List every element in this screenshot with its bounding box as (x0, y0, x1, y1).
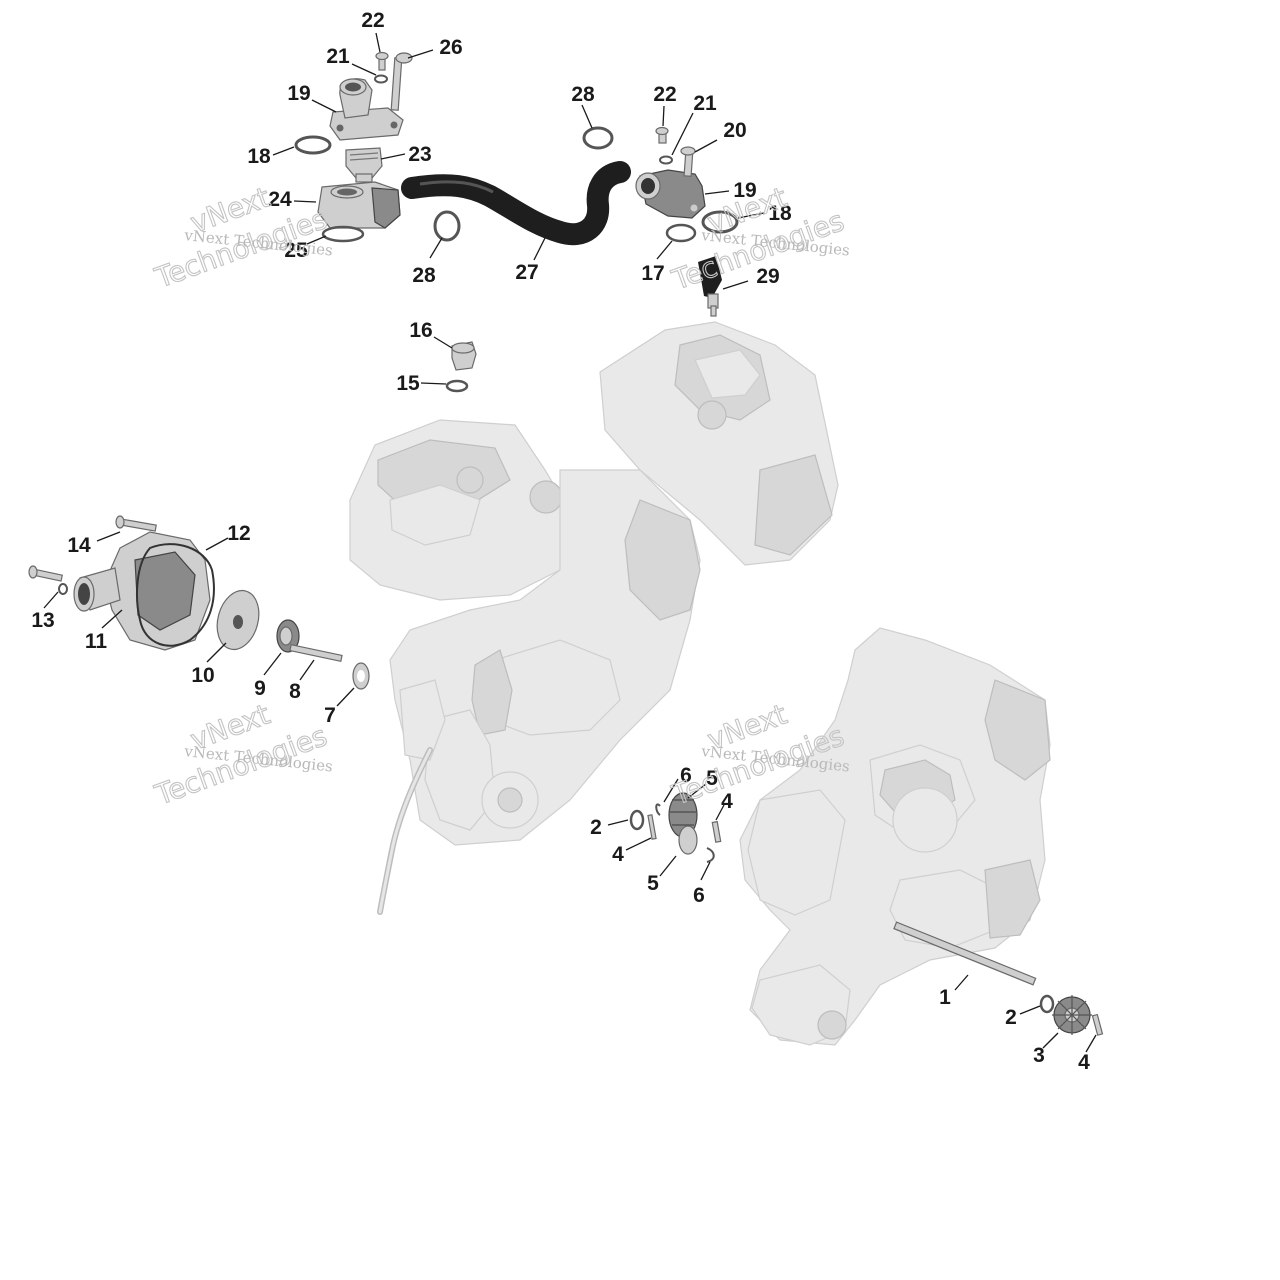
callout-17: 17 (641, 262, 664, 285)
callout-13: 13 (31, 609, 54, 632)
needle-bearing-5 (711, 820, 722, 843)
callout-19-left: 19 (287, 82, 310, 105)
thermostat-cover-right (635, 169, 706, 219)
thermostat-housing-base (317, 181, 401, 229)
washer-2-bottom (1039, 994, 1055, 1014)
callout-7: 7 (324, 704, 336, 727)
bolt-20 (680, 146, 696, 177)
callout-10: 10 (191, 664, 214, 687)
callout-1: 1 (939, 986, 951, 1009)
thermostat-cover-left (329, 78, 404, 141)
pin-4-center (647, 814, 657, 840)
circlip-6-lower (706, 847, 715, 863)
callout-25: 25 (284, 239, 308, 262)
callout-28-upper: 28 (571, 83, 595, 106)
bolt-14-lower (28, 565, 64, 582)
shaft-1 (893, 921, 1037, 986)
callout-4-upper: 4 (721, 790, 733, 813)
callout-15: 15 (396, 372, 420, 395)
callout-12: 12 (227, 522, 250, 545)
thermostat-cover-bolt (390, 52, 413, 111)
callout-18-right: 18 (768, 202, 792, 225)
mechanical-seal-9 (276, 619, 300, 653)
callout-26: 26 (439, 36, 462, 59)
callout-8: 8 (289, 680, 301, 703)
pin-4-bottom (1091, 1013, 1104, 1036)
callout-21-right: 21 (693, 92, 717, 115)
oring-25 (321, 225, 365, 243)
drain-plug (451, 341, 477, 371)
sealing-washer-15 (445, 379, 469, 393)
callout-5-upper: 5 (706, 767, 718, 790)
callout-11: 11 (85, 630, 108, 653)
bolt-14-upper (115, 515, 157, 532)
callout-2-center: 2 (590, 816, 602, 839)
callout-2-bottom: 2 (1005, 1006, 1017, 1029)
watermark-top-left: vNext Technologies vNext Technologies (150, 180, 334, 295)
callout-6-upper: 6 (680, 764, 692, 787)
temperature-sensor (698, 256, 722, 317)
callout-27: 27 (515, 261, 538, 284)
hose-clamp-28-lower (433, 210, 461, 242)
coolant-hose (401, 161, 631, 246)
callout-9: 9 (254, 677, 266, 700)
idler-gear (668, 792, 698, 855)
thermostat (345, 147, 383, 183)
washer-17 (665, 223, 697, 243)
thrust-washer-2-center (629, 809, 645, 831)
callout-28-lower: 28 (412, 264, 436, 287)
callout-3: 3 (1033, 1044, 1045, 1067)
impeller (216, 589, 260, 651)
water-pump-cover (73, 531, 211, 651)
callout-23: 23 (408, 143, 431, 166)
washer-13 (58, 583, 68, 595)
callout-24: 24 (268, 188, 292, 211)
small-screw-left (374, 51, 389, 84)
callout-29: 29 (756, 265, 779, 288)
callout-14: 14 (67, 534, 91, 557)
callout-4-center: 4 (612, 843, 624, 866)
crankcase-half-ghost (739, 627, 1051, 1046)
callout-22-right: 22 (653, 83, 676, 106)
gasket-12 (136, 543, 215, 647)
callout-6-lower: 6 (693, 884, 705, 907)
callout-22-left: 22 (361, 9, 384, 32)
hose-clamp-28-upper (582, 126, 614, 150)
oring-18-left (294, 135, 332, 155)
callout-labels: 22 21 26 19 18 23 24 25 28 28 27 22 21 2… (31, 9, 1090, 1074)
leader-lines (43, 32, 1097, 1053)
callout-18-left: 18 (247, 145, 271, 168)
oil-seal-7-bore (357, 670, 365, 682)
watermark-bottom-left: vNext Technologies vNext Technologies (150, 697, 334, 812)
callout-19-right: 19 (733, 179, 756, 202)
callout-20: 20 (723, 119, 746, 142)
circlip-6-upper (655, 803, 661, 816)
callout-5-lower: 5 (647, 872, 659, 895)
pump-shaft-8 (289, 643, 343, 663)
engine-block-ghost (349, 321, 839, 915)
callout-21-left: 21 (326, 45, 350, 68)
small-screw-right (655, 126, 673, 165)
callout-4-bottom: 4 (1078, 1051, 1090, 1074)
oring-18-right (701, 210, 739, 234)
drive-sprocket-3 (1052, 995, 1092, 1035)
callout-16: 16 (409, 319, 432, 342)
